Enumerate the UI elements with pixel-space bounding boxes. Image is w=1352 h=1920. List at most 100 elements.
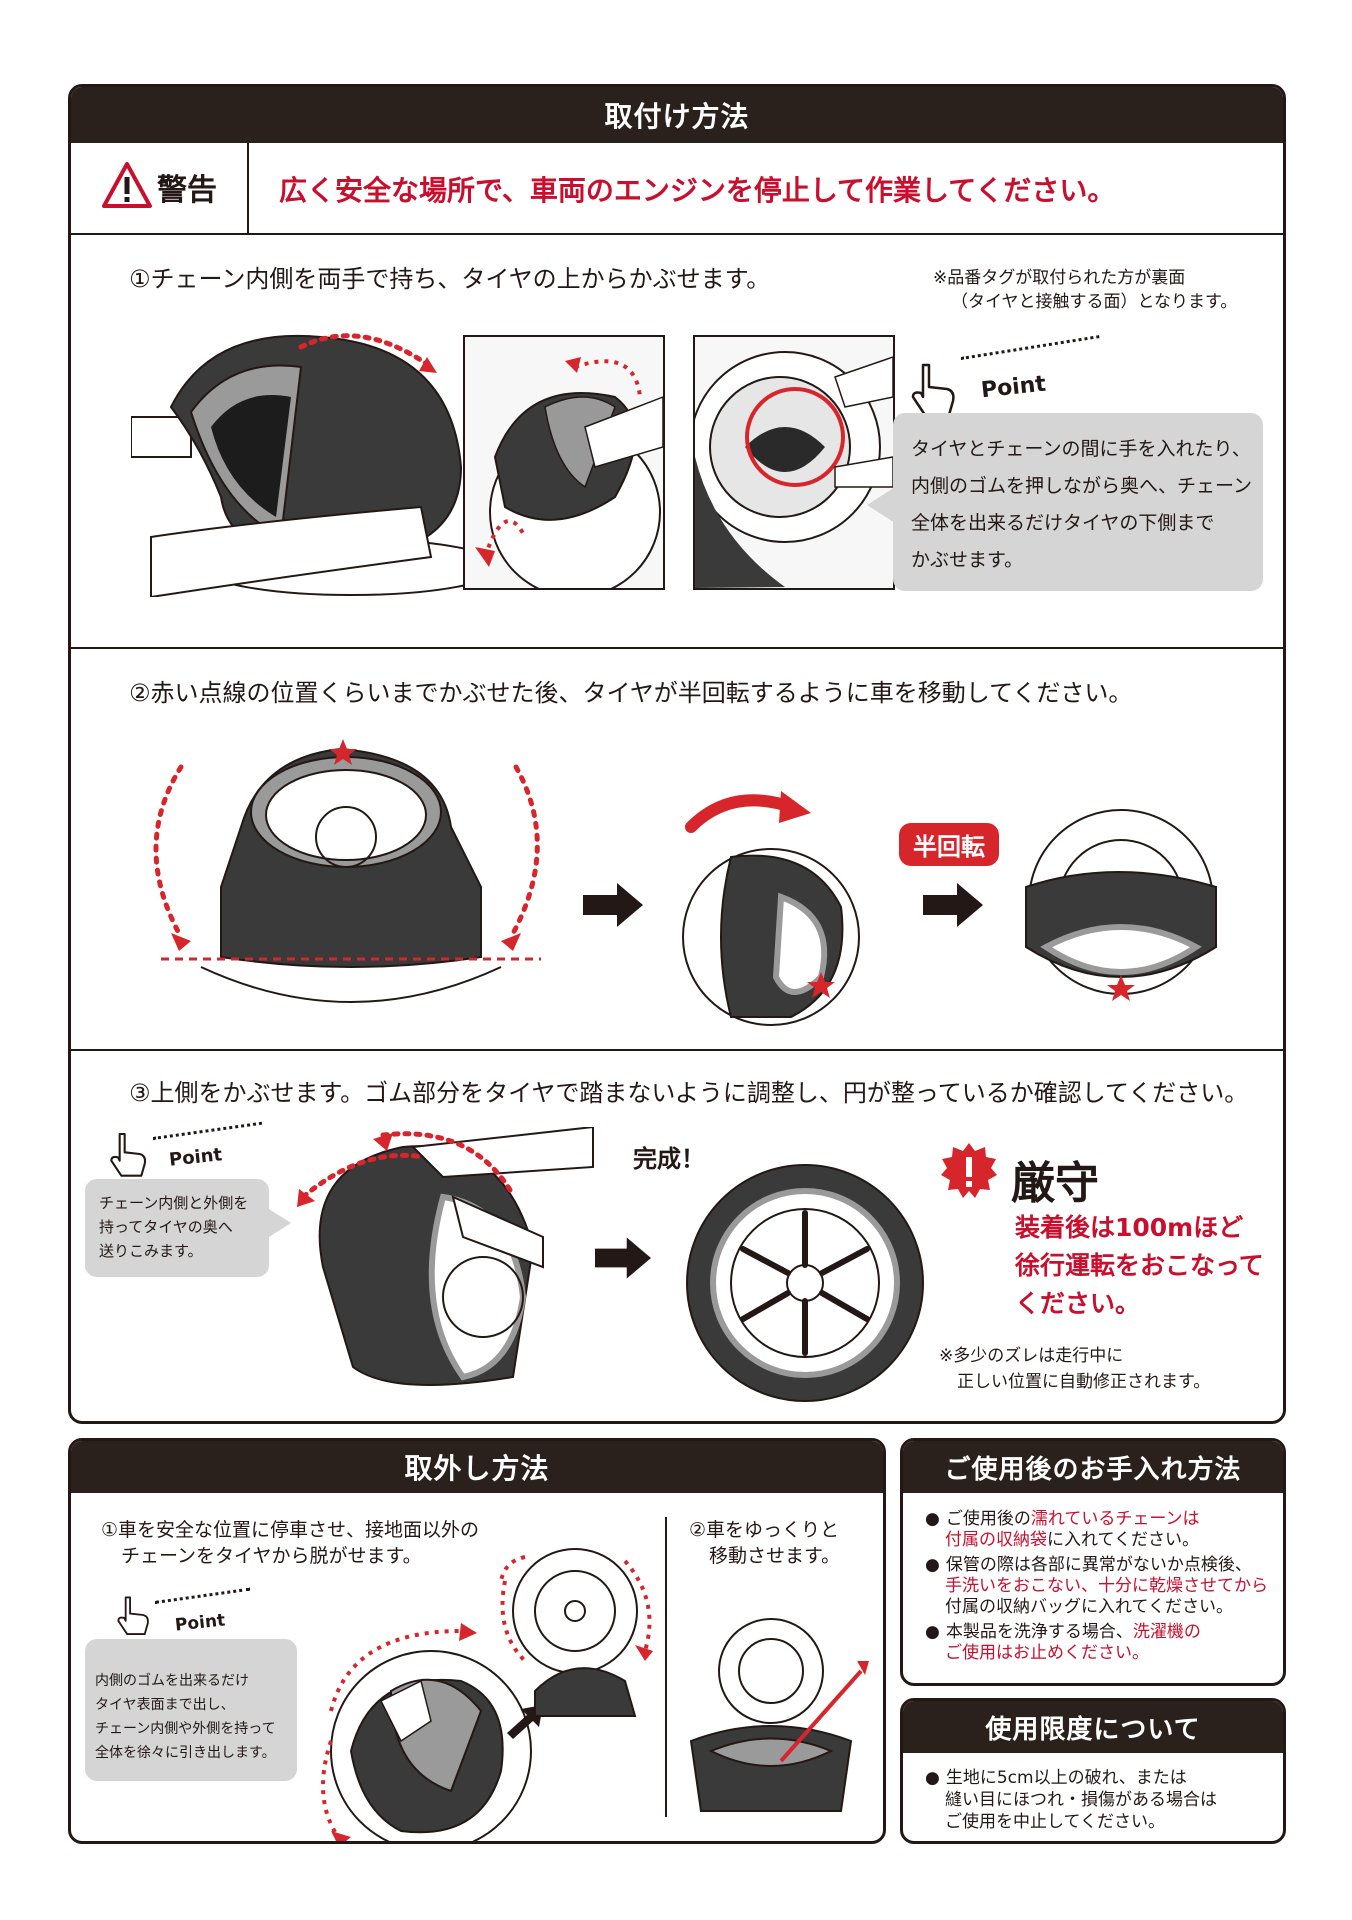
removal-title: 取外し方法	[71, 1441, 883, 1493]
removal-panel: 取外し方法 ①車を安全な位置に停車させ、接地面以外の チェーンをタイヤから脱がせ…	[68, 1438, 886, 1844]
point-line: タイヤとチェーンの間に手を入れたり、	[911, 438, 1251, 460]
point-dots	[152, 1121, 263, 1140]
care-text: ご使用後の	[945, 1509, 1031, 1529]
step3-point-box: チェーン内側と外側を 持ってタイヤの奥へ 送りこみます。	[85, 1179, 269, 1277]
warning-label: 警告	[157, 173, 217, 208]
care-bullets: ご使用後の濡れているチェーンは 付属の収納袋に入れてください。 保管の際は各部に…	[925, 1509, 1268, 1664]
limit-line-1: 生地に5cm以上の破れ、または	[925, 1767, 1217, 1789]
removal-step1: ①車を安全な位置に停車させ、接地面以外の チェーンをタイヤから脱がせます。	[101, 1517, 479, 1569]
step3-illustration-a	[293, 1127, 603, 1397]
care-red-text: ご使用はお止めください。	[945, 1643, 1149, 1663]
care-bullet-3: 本製品を洗浄する場合、洗濯機の	[925, 1622, 1268, 1643]
removal-step2: ②車をゆっくりと 移動させます。	[689, 1517, 840, 1569]
step3-note-line1: ※多少のズレは走行中に	[939, 1346, 1124, 1366]
point-box-pointer	[867, 487, 895, 523]
point-dots	[154, 1587, 251, 1604]
step1-point-box: タイヤとチェーンの間に手を入れたり、 内側のゴムを押しながら奥へ、チェーン 全体…	[893, 413, 1263, 591]
point-line: チェーン内側や外側を持って	[95, 1721, 276, 1737]
strict-line: 装着後は100mほど	[1015, 1213, 1244, 1242]
step2-text: ②赤い点線の位置くらいまでかぶせた後、タイヤが半回転するように車を移動してくださ…	[129, 679, 1133, 707]
step2-illustration-b	[671, 777, 891, 1027]
point-line: 内側のゴムを押しながら奥へ、チェーン	[911, 475, 1253, 497]
care-red-text: 洗濯機の	[1132, 1622, 1201, 1642]
point-line: 全体を徐々に引き出します。	[95, 1745, 276, 1761]
right-arrow-icon	[583, 883, 643, 927]
strict-line: 徐行運転をおこなって	[1015, 1251, 1264, 1280]
care-bullet-2: 保管の際は各部に異常がないか点検後、	[925, 1555, 1268, 1576]
step3-note: ※多少のズレは走行中に 正しい位置に自動修正されます。	[939, 1343, 1210, 1395]
care-bullet-1: ご使用後の濡れているチェーンは	[925, 1509, 1268, 1530]
limit-panel: 使用限度について 生地に5cm以上の破れ、または 縫い目にほつれ・損傷がある場合…	[900, 1698, 1286, 1844]
step1-photo-a	[463, 335, 665, 590]
half-turn-label: 半回転	[913, 833, 985, 861]
warning-row: 警告 広く安全な場所で、車両のエンジンを停止して作業してください。	[71, 143, 1283, 233]
care-red-text: 付属の収納袋	[945, 1530, 1047, 1550]
limit-text: 生地に5cm以上の破れ、または 縫い目にほつれ・損傷がある場合は ご使用を中止し…	[925, 1767, 1217, 1833]
point-line: 内側のゴムを出来るだけ	[95, 1673, 249, 1689]
removal-point-box: 内側のゴムを出来るだけ タイヤ表面まで出し、 チェーン内側や外側を持って 全体を…	[85, 1639, 297, 1781]
step1-photo-b	[693, 335, 895, 590]
point-label: Point	[174, 1610, 227, 1636]
point-hand-icon	[103, 1129, 153, 1179]
exclamation-badge-icon	[939, 1141, 999, 1201]
step2-illustration-a	[121, 737, 561, 1027]
divider	[71, 1049, 1283, 1051]
point-line: タイヤ表面まで出し、	[95, 1697, 235, 1713]
limit-text-line: 生地に5cm以上の破れ、または	[945, 1768, 1187, 1788]
step2-illustration-c	[1016, 807, 1226, 1007]
care-text: に入れてください。	[1047, 1530, 1199, 1550]
warning-divider	[247, 143, 249, 233]
point-label: Point	[168, 1144, 224, 1171]
right-arrow-icon	[595, 1237, 651, 1279]
warning-text: 広く安全な場所で、車両のエンジンを停止して作業してください。	[279, 174, 1116, 207]
install-panel: 取付け方法 警告 広く安全な場所で、車両のエンジンを停止して作業してください。 …	[68, 84, 1286, 1424]
step1-text: ①チェーン内側を両手で持ち、タイヤの上からかぶせます。	[129, 265, 771, 293]
limit-title: 使用限度について	[903, 1701, 1283, 1753]
removal-divider	[665, 1517, 667, 1817]
warning-icon	[101, 161, 153, 209]
care-panel: ご使用後のお手入れ方法 ご使用後の濡れているチェーンは 付属の収納袋に入れてくだ…	[900, 1438, 1286, 1686]
complete-label: 完成！	[633, 1145, 705, 1173]
divider	[71, 233, 1283, 235]
care-title: ご使用後のお手入れ方法	[903, 1441, 1283, 1493]
step1-illustration-main	[131, 307, 501, 597]
limit-text-line: ご使用を中止してください。	[945, 1812, 1165, 1832]
point-label: Point	[979, 371, 1048, 404]
right-arrow-icon	[923, 883, 983, 927]
strict-line: ください。	[1015, 1289, 1141, 1318]
divider	[71, 647, 1283, 649]
removal-step2-line1: ②車をゆっくりと	[689, 1519, 840, 1541]
step1-note-line1: ※品番タグが取付られた方が裏面	[933, 268, 1186, 288]
limit-text-line: 縫い目にほつれ・損傷がある場合は	[945, 1790, 1217, 1810]
removal-step1-line2: チェーンをタイヤから脱がせます。	[121, 1545, 422, 1567]
removal-illustration-c	[681, 1611, 881, 1821]
point-line: 持ってタイヤの奥へ	[99, 1218, 233, 1236]
removal-step1-line1: ①車を安全な位置に停車させ、接地面以外の	[101, 1519, 480, 1541]
removal-step2-line2: 移動させます。	[709, 1545, 841, 1567]
removal-illustration-a	[311, 1601, 551, 1841]
point-line: 全体を出来るだけタイヤの下側まで	[911, 512, 1215, 534]
point-hand-icon	[903, 359, 963, 419]
point-dots	[960, 335, 1100, 360]
point-box-pointer	[269, 1209, 291, 1237]
care-red-text: 濡れているチェーンは	[1030, 1509, 1200, 1529]
care-bullet-1-cont: 付属の収納袋に入れてください。	[945, 1530, 1268, 1551]
step3-note-line2: 正しい位置に自動修正されます。	[957, 1372, 1211, 1392]
care-red-text: 手洗いをおこない、十分に乾燥させてから	[945, 1576, 1268, 1596]
step3-text: ③上側をかぶせます。ゴム部分をタイヤで踏まないように調整し、円が整っているか確認…	[129, 1079, 1249, 1107]
point-line: 送りこみます。	[99, 1242, 203, 1260]
point-line: かぶせます。	[911, 549, 1024, 571]
install-title: 取付け方法	[71, 87, 1283, 143]
half-turn-badge: 半回転	[899, 823, 999, 866]
care-text: 付属の収納バッグに入れてください。	[945, 1597, 1233, 1617]
strict-label: 厳守	[1011, 1158, 1099, 1209]
care-text: 本製品を洗浄する場合、	[945, 1622, 1133, 1642]
strict-text: 装着後は100mほど 徐行運転をおこなって ください。	[1015, 1209, 1264, 1323]
point-hand-icon	[111, 1593, 155, 1637]
step1-note: ※品番タグが取付られた方が裏面 （タイヤと接触する面）となります。	[933, 267, 1237, 315]
step1-note-line2: （タイヤと接触する面）となります。	[951, 291, 1238, 312]
care-text: 保管の際は各部に異常がないか点検後、	[945, 1555, 1252, 1575]
removal-illustration-b	[495, 1541, 665, 1721]
step3-illustration-complete	[683, 1161, 927, 1405]
point-line: チェーン内側と外側を	[99, 1194, 249, 1212]
